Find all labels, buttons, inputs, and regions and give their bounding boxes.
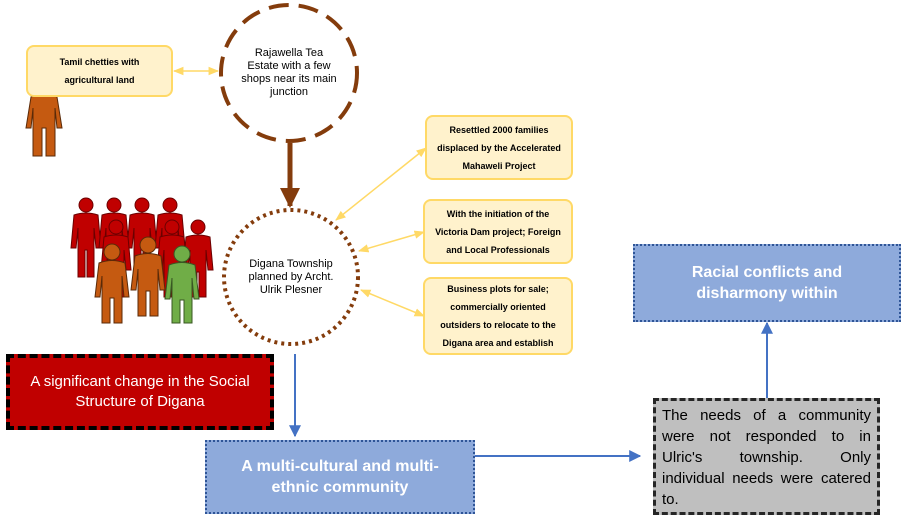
rajawella-circle bbox=[219, 3, 359, 143]
multicultural-text: A multi-cultural and multi-ethnic commun… bbox=[241, 458, 439, 496]
tamil-chetties-text: Tamil chetties with agricultural land bbox=[59, 57, 140, 85]
business-plots-text: Business plots for sale; commercially or… bbox=[440, 284, 556, 348]
connector-business bbox=[360, 289, 425, 317]
victoria-dam-text: With the initiation of the Victoria Dam … bbox=[435, 208, 561, 255]
social-change-box: A significant change in the Social Struc… bbox=[6, 354, 274, 430]
connector-resettled bbox=[335, 147, 427, 221]
business-plots-box: Business plots for sale; commercially or… bbox=[423, 277, 573, 355]
social-change-text: A significant change in the Social Struc… bbox=[30, 373, 250, 410]
needs-text: The needs of a community were not respon… bbox=[662, 407, 871, 508]
resettled-box: Resettled 2000 families displaced by the… bbox=[425, 115, 573, 180]
connector-victoria bbox=[357, 230, 426, 253]
needs-box: The needs of a community were not respon… bbox=[653, 398, 880, 515]
racial-conflicts-box: Racial conflicts and disharmony within bbox=[633, 244, 901, 322]
multicultural-box: A multi-cultural and multi-ethnic commun… bbox=[205, 440, 475, 514]
rajawella-text-wrap: Rajawella Tea Estate with a few shops ne… bbox=[240, 40, 338, 106]
digana-circle bbox=[222, 208, 360, 346]
digana-text-wrap: Digana Township planned by Archt. Ulrik … bbox=[244, 240, 338, 314]
digana-text: Digana Township planned by Archt. Ulrik … bbox=[248, 257, 334, 296]
racial-conflicts-text: Racial conflicts and disharmony within bbox=[691, 264, 843, 302]
group-of-people-icon bbox=[70, 197, 214, 324]
victoria-dam-box: With the initiation of the Victoria Dam … bbox=[423, 199, 573, 264]
tamil-chetties-box: Tamil chetties with agricultural land bbox=[26, 45, 173, 97]
resettled-text: Resettled 2000 families displaced by the… bbox=[437, 124, 561, 171]
rajawella-text: Rajawella Tea Estate with a few shops ne… bbox=[241, 47, 337, 98]
